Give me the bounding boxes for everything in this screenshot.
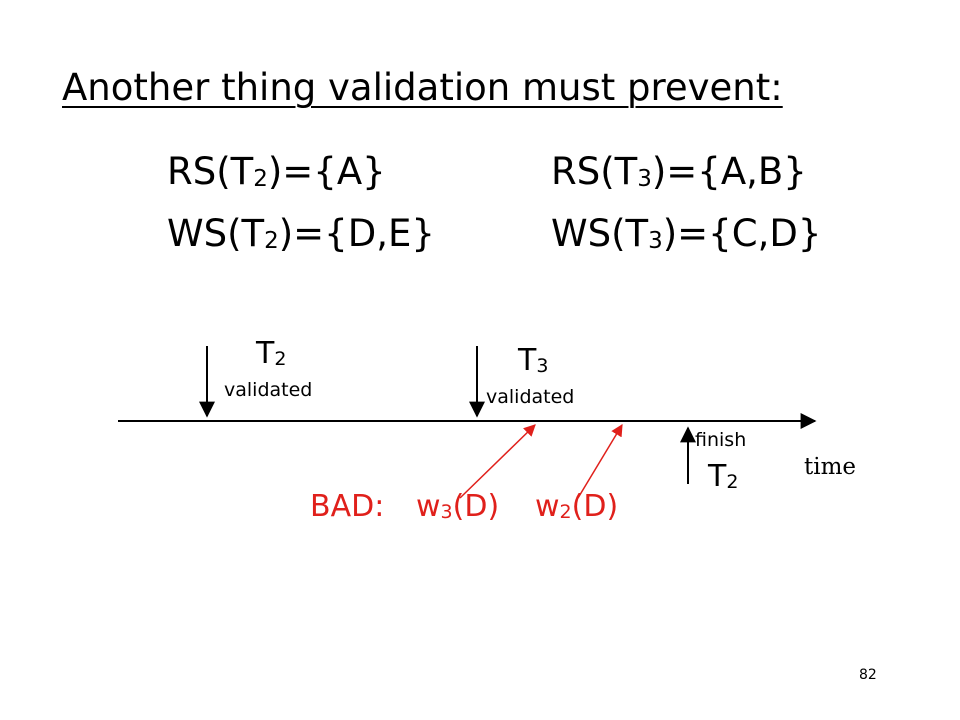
read-set-t3: RS(T3)={A,B} xyxy=(551,150,807,193)
finish-t2-caption: finish xyxy=(695,429,747,451)
w2-write-arrow xyxy=(577,423,623,499)
finish-t2-label: T2 xyxy=(708,459,739,494)
t3-validated-label: T3 xyxy=(518,343,549,378)
page-number: 82 xyxy=(859,667,877,683)
read-set-t2: RS(T2)={A} xyxy=(167,150,386,193)
bad-w2-write: w2(D) xyxy=(535,489,619,524)
slide-title: Another thing validation must prevent: xyxy=(62,66,783,109)
bad-w3-write: w3(D) xyxy=(416,489,500,524)
write-set-t3: WS(T3)={C,D} xyxy=(551,212,822,255)
write-set-t2: WS(T2)={D,E} xyxy=(167,212,435,255)
t3-validated-caption: validated xyxy=(486,386,575,408)
t2-validated-caption: validated xyxy=(224,379,313,401)
time-axis-label: time xyxy=(804,454,857,480)
w3-write-arrow xyxy=(459,424,536,499)
bad-label: BAD: xyxy=(310,489,385,524)
t2-validated-label: T2 xyxy=(256,336,287,371)
